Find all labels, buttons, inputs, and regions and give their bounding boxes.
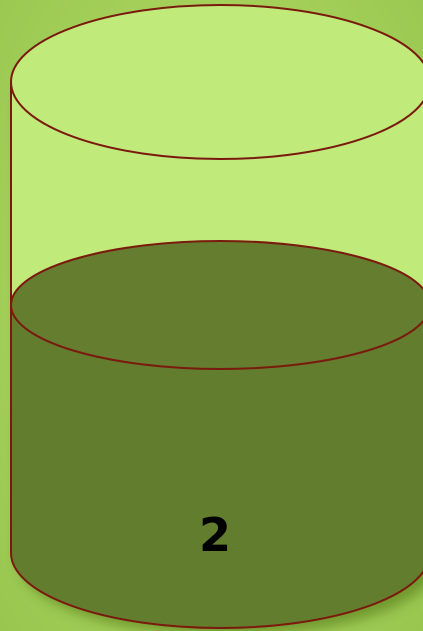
- cylinder-label: 2: [0, 505, 423, 565]
- cylinder-top-opening: [11, 5, 423, 159]
- liquid-surface: [11, 241, 423, 369]
